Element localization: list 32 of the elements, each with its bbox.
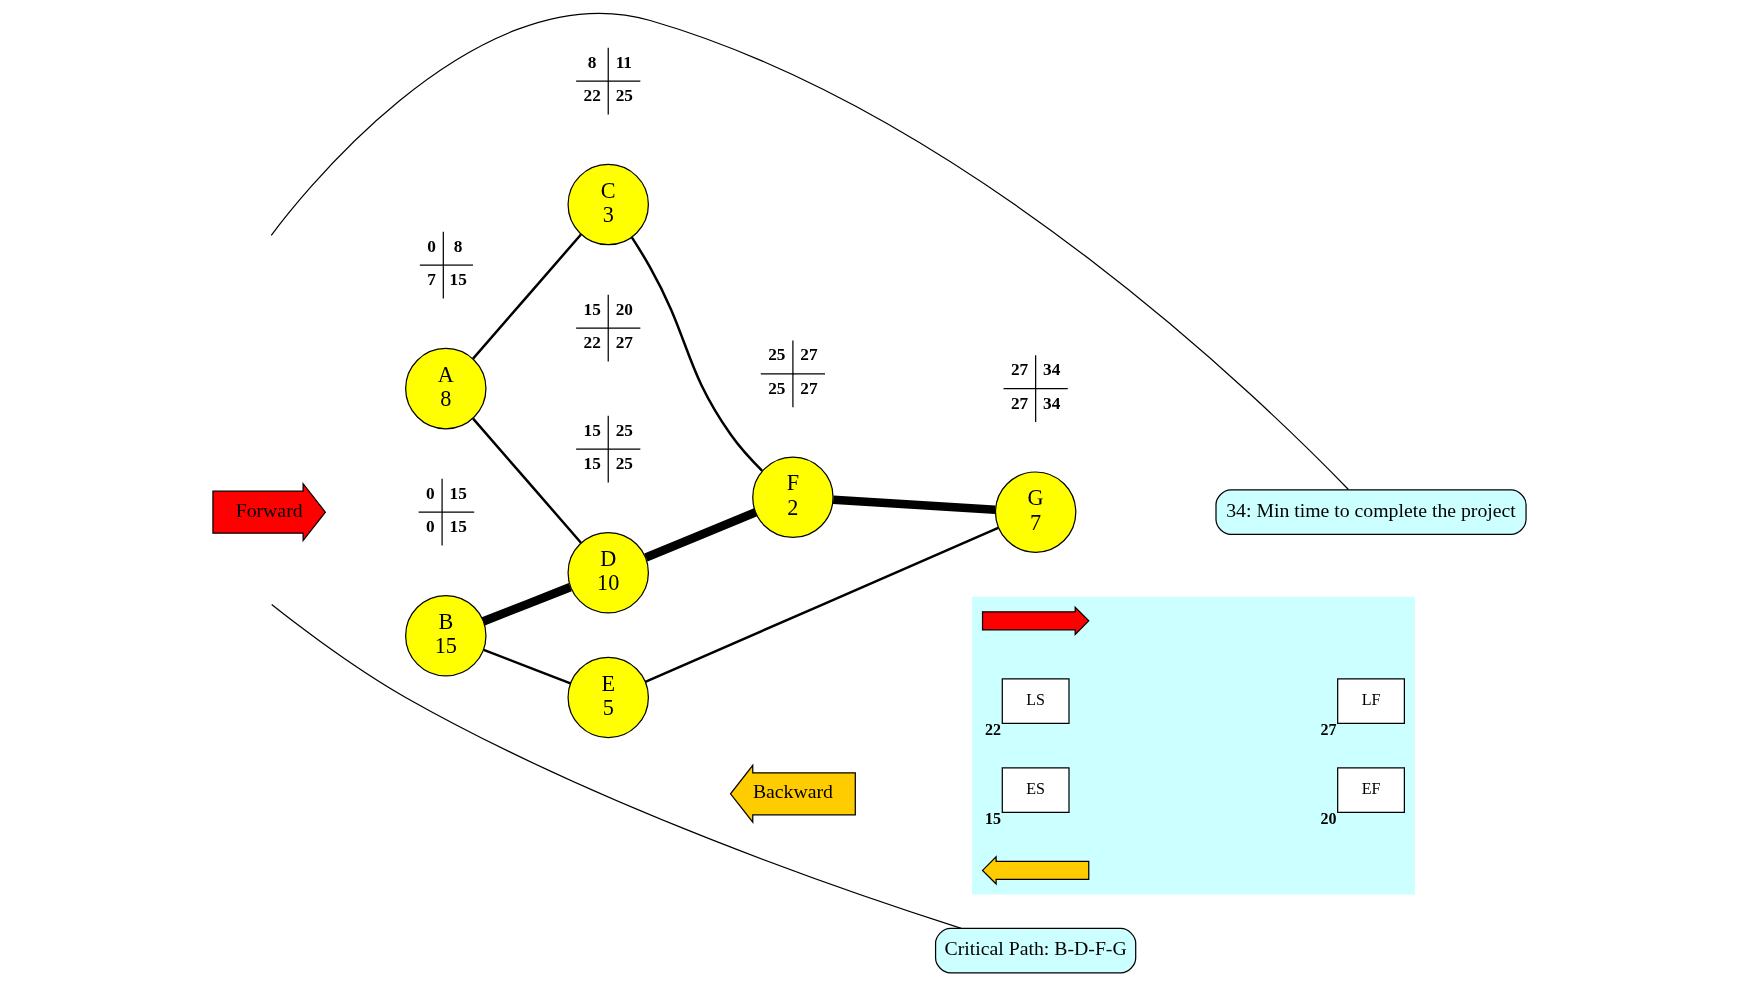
node-label: 22 [583, 333, 601, 353]
node-label: 25 [615, 420, 633, 440]
node-label: 34 [1043, 393, 1061, 413]
node-label: 34 [1043, 360, 1061, 380]
node-label: 20 [615, 299, 633, 319]
node-label: 25 [615, 86, 633, 106]
node-label: 25 [768, 378, 786, 398]
node-label: 27 [615, 333, 633, 353]
node-label: 8 [453, 236, 463, 256]
node-label: 27 [1010, 360, 1029, 380]
node-label: 15 [985, 809, 1002, 827]
node-label: 20 [1320, 809, 1337, 827]
node-label: 27 [1320, 720, 1337, 738]
node-label: 15 [583, 454, 601, 474]
node-label: 0 [426, 483, 435, 503]
node-label: 27 [800, 345, 818, 365]
node-label: 25 [768, 345, 786, 365]
node-label: 15 [449, 270, 467, 290]
node-label: 0 [426, 517, 435, 537]
node-label: 15 [583, 420, 601, 440]
node-label: 8 [587, 52, 597, 72]
node-label: 22 [583, 86, 601, 106]
node-label: 15 [449, 483, 467, 503]
node-label: 27 [1010, 393, 1029, 413]
node-label: 27 [800, 378, 818, 398]
node-label: 11 [615, 52, 632, 72]
node-label: 15 [583, 299, 601, 319]
node-label: 7 [427, 270, 436, 290]
node-label: 15 [449, 517, 467, 537]
node-label: 25 [615, 454, 633, 474]
node-label: 0 [427, 236, 436, 256]
node-label: 22 [985, 720, 1002, 738]
